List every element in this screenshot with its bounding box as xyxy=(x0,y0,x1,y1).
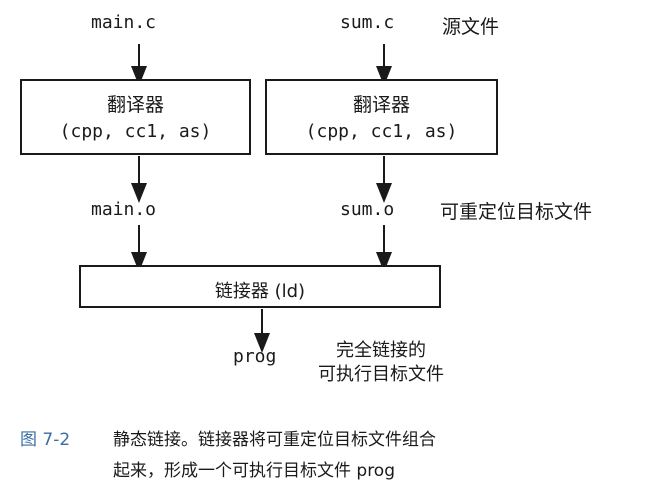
object-files-label: 可重定位目标文件 xyxy=(440,201,593,223)
output-label-line2: 可执行目标文件 xyxy=(318,364,444,385)
translator-tools-left: (cpp, cc1, as) xyxy=(59,121,212,142)
output-file-prog: prog xyxy=(233,346,277,367)
output-label-line1: 完全链接的 xyxy=(336,340,426,361)
source-file-sum-c: sum.c xyxy=(340,12,395,33)
translator-title-left: 翻译器 xyxy=(106,94,164,116)
translator-box-right: 翻译器 (cpp, cc1, as) xyxy=(265,79,498,155)
figure-number: 图 7-2 xyxy=(20,430,71,450)
translator-title-right: 翻译器 xyxy=(352,94,410,116)
linker-label: 链接器 (ld) xyxy=(214,281,306,302)
object-file-sum-o: sum.o xyxy=(340,199,395,220)
translator-box-left: 翻译器 (cpp, cc1, as) xyxy=(20,79,251,155)
caption-line-1: 静态链接。链接器将可重定位目标文件组合 xyxy=(113,430,436,450)
linker-box: 链接器 (ld) xyxy=(79,265,441,308)
caption-line-2: 起来，形成一个可执行目标文件 prog xyxy=(113,461,396,481)
source-file-main-c: main.c xyxy=(91,12,157,33)
object-file-main-o: main.o xyxy=(91,199,157,220)
translator-tools-right: (cpp, cc1, as) xyxy=(305,121,458,142)
source-files-label: 源文件 xyxy=(442,16,500,38)
